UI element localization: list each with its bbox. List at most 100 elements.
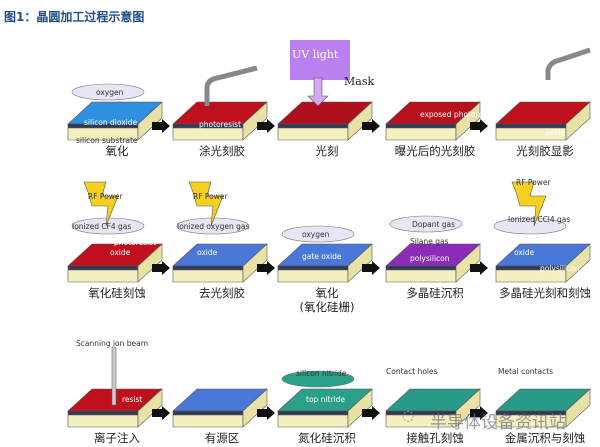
step-label: 氮化硅沉积	[257, 431, 397, 445]
side-face	[565, 388, 591, 428]
next-step-arrow-icon	[362, 260, 380, 275]
next-step-arrow-icon	[362, 118, 380, 133]
side-face	[242, 243, 268, 283]
gas-cloud-icon	[71, 83, 145, 101]
oxide-layer	[172, 265, 244, 271]
next-step-arrow-icon	[152, 260, 170, 275]
wafer-block-icon	[67, 83, 163, 141]
side-face	[565, 101, 591, 141]
step-label-text: 光刻胶显影	[516, 144, 574, 158]
side-face	[137, 388, 163, 428]
next-step-arrow-icon	[152, 118, 170, 133]
diagram-annotation: RF Power	[516, 178, 551, 187]
step-label: 曝光后的光刻胶	[365, 144, 505, 158]
step-label: 光刻胶显影	[475, 144, 600, 158]
step-panel: oxide 光刻胶显影	[490, 40, 600, 160]
substrate-layer	[172, 414, 244, 428]
oxide-layer	[67, 410, 139, 416]
oxide-layer	[67, 265, 139, 271]
wafer-block-icon	[277, 40, 373, 141]
diagram-annotation: Dopant gas	[412, 220, 456, 229]
wafer-block-icon	[495, 388, 591, 428]
wafer-block-icon	[385, 101, 481, 141]
step-label-text: 去光刻胶	[199, 286, 245, 300]
side-face	[137, 243, 163, 283]
wafer-block-icon	[495, 47, 591, 141]
step-label: 离子注入	[47, 431, 187, 445]
diagram-annotation: oxygen	[302, 230, 330, 239]
diagram-annotation: polysilicon	[410, 254, 450, 263]
wafer-block-icon	[172, 388, 268, 428]
step-label-text: 氮化硅沉积	[298, 431, 356, 445]
diagram-annotation: silicon substrate	[76, 136, 138, 145]
step-label-text: 氧化	[315, 286, 339, 300]
diagram-annotation: photoresist	[114, 238, 157, 247]
down-arrow-icon	[307, 77, 329, 107]
step-label: 多晶硅沉积	[365, 286, 505, 300]
diagram-annotation: polysilicon	[540, 264, 580, 273]
step-label-subtext: (氧化硅栅)	[299, 300, 355, 314]
step-label: 有源区	[152, 431, 292, 445]
step-label: 去光刻胶	[152, 286, 292, 300]
diagram-annotation: Silane gas	[410, 237, 449, 246]
gas-cloud-icon	[493, 217, 567, 235]
side-face	[242, 388, 268, 428]
step-label-text: 光刻	[315, 144, 339, 158]
side-face	[242, 101, 268, 141]
step-label: 涂光刻胶	[152, 144, 292, 158]
next-step-arrow-icon	[152, 405, 170, 420]
step-label: 氧化硅刻蚀	[47, 286, 187, 300]
wafer-block-icon	[67, 346, 163, 428]
oxide-layer	[277, 410, 349, 416]
diagram-annotation: Ionized CF4 gas	[72, 222, 132, 231]
watermark: 半导体设备资讯站	[430, 413, 566, 433]
step-label: 多晶硅光刻和刻蚀	[475, 286, 600, 300]
step-label-text: 有源区	[204, 431, 240, 445]
diagram-annotation: RF Power	[193, 192, 228, 201]
step-label: 光刻	[257, 144, 397, 158]
side-face	[565, 243, 591, 283]
oxide-layer	[172, 410, 244, 416]
wafer-block-icon	[277, 225, 373, 283]
substrate-layer	[67, 414, 139, 428]
diagram-annotation: Ionized oxygen gas	[177, 222, 250, 231]
next-step-arrow-icon	[257, 405, 275, 420]
oxide-layer	[277, 123, 349, 129]
gas-cloud-icon	[281, 225, 355, 243]
substrate-layer	[385, 269, 457, 283]
next-step-arrow-icon	[257, 118, 275, 133]
oxide-layer	[277, 265, 349, 271]
diagram-annotation: resist	[122, 395, 143, 404]
diagram-annotation: Scanning ion beam	[76, 339, 149, 348]
gas-cloud-icon	[281, 370, 355, 388]
lightning-bolt-icon	[188, 181, 224, 227]
wafer-block-icon	[385, 388, 481, 428]
substrate-layer	[277, 127, 349, 141]
step-label-text: 离子注入	[94, 431, 140, 445]
ion-beam-icon	[111, 346, 117, 406]
wafer-block-icon	[385, 215, 481, 283]
step-label-text: 曝光后的光刻胶	[394, 144, 476, 158]
oxide-layer	[385, 123, 457, 129]
diagram-annotation: Ionized CCl4 gas	[508, 215, 571, 224]
side-face	[347, 388, 373, 428]
diagram-annotation: Contact holes	[386, 367, 438, 376]
substrate-layer	[67, 269, 139, 283]
uv-light-box	[290, 40, 350, 80]
step-label-text: 金属沉积与刻蚀	[504, 431, 586, 445]
diagram-annotation: photoresist	[199, 120, 242, 129]
diagram-annotation: top nitride	[306, 395, 345, 404]
diagram-annotation: oxide	[545, 128, 566, 137]
diagram-annotation: oxide	[110, 248, 131, 257]
side-face	[347, 101, 373, 141]
wafer-block-icon	[277, 370, 373, 428]
diagram-annotation: Metal contacts	[498, 367, 554, 376]
step-label-text: 多晶硅光刻和刻蚀	[499, 286, 591, 300]
diagram-annotation: oxide	[197, 248, 218, 257]
